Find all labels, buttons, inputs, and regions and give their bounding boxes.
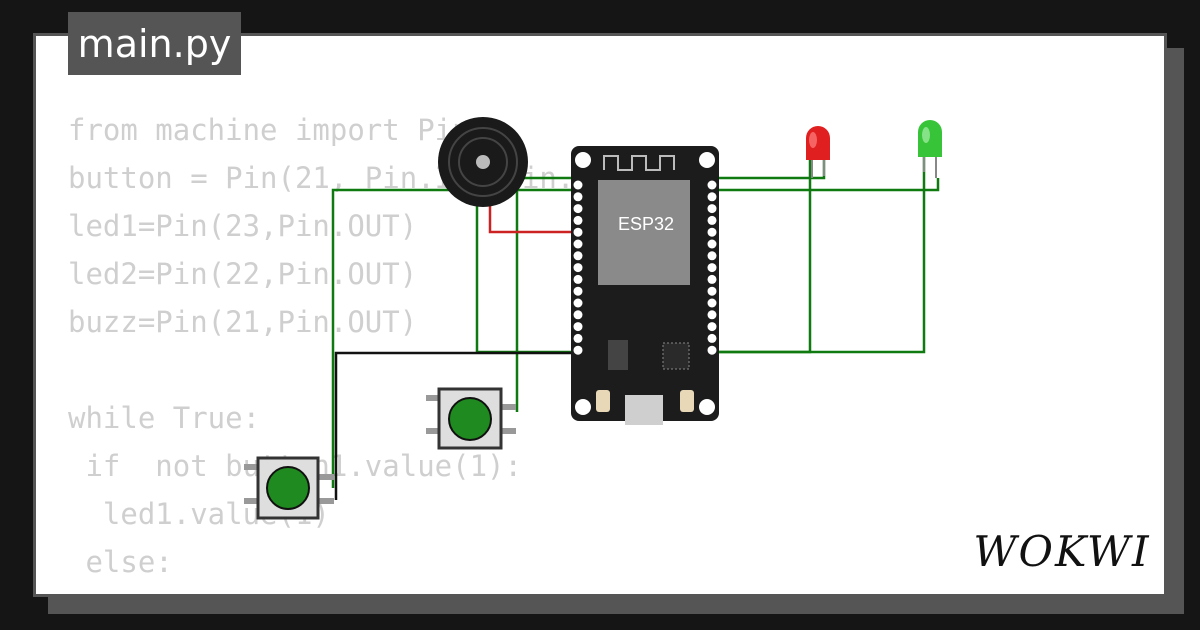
pushbutton-2[interactable] [244,456,334,520]
header-pin[interactable] [707,192,717,202]
header-pin[interactable] [573,298,583,308]
buzzer-center-icon [476,155,490,169]
header-pin[interactable] [707,310,717,320]
header-pin[interactable] [707,286,717,296]
header-pin[interactable] [707,333,717,343]
code-line: else: [68,545,173,579]
header-pin[interactable] [573,263,583,273]
wire-button-top [515,176,580,412]
header-pin[interactable] [573,310,583,320]
header-pin[interactable] [573,251,583,261]
header-pin[interactable] [707,204,717,214]
header-pin[interactable] [573,227,583,237]
header-pin[interactable] [573,345,583,355]
header-pin[interactable] [707,227,717,237]
header-pin[interactable] [707,322,717,332]
header-pin[interactable] [707,298,717,308]
en-button[interactable] [680,390,694,412]
header-pin[interactable] [573,286,583,296]
led-green[interactable] [918,120,942,178]
header-pin[interactable] [573,274,583,284]
header-pin[interactable] [707,180,717,190]
header-pin[interactable] [573,322,583,332]
buzzer[interactable] [438,117,528,207]
header-pin[interactable] [707,345,717,355]
esp32-label: ESP32 [618,214,674,234]
header-pin[interactable] [707,215,717,225]
right-header-pins[interactable] [707,180,717,355]
mount-hole [699,152,715,168]
usb-port-icon [625,395,663,425]
header-pin[interactable] [573,180,583,190]
wokwi-logo-text: WOKWI [973,527,1150,576]
mount-hole [699,399,715,415]
wire-buzzer [475,198,580,354]
code-line: led1=Pin(23,Pin.OUT) [68,209,418,243]
code-line: led2=Pin(22,Pin.OUT) [68,257,418,291]
header-pin[interactable] [707,274,717,284]
boot-button[interactable] [596,390,610,412]
header-pin[interactable] [573,192,583,202]
header-pin[interactable] [707,263,717,273]
code-line: buzz=Pin(21,Pin.OUT) [68,305,418,339]
header-pin[interactable] [707,239,717,249]
header-pin[interactable] [573,239,583,249]
mount-hole [575,152,591,168]
header-pin[interactable] [573,333,583,343]
mount-hole [575,399,591,415]
led-red[interactable] [806,126,830,178]
code-line: while True: [68,401,261,435]
file-tab[interactable]: main.py [68,12,241,75]
header-pin[interactable] [573,204,583,214]
esp32-board[interactable]: ESP32 [571,146,719,425]
pushbutton-1[interactable] [426,387,516,450]
wokwi-logo: WOKWI [973,527,1150,576]
esp32-module [598,180,690,285]
usb-chip [662,342,690,370]
code-line: led1.value(0) [68,586,714,594]
left-header-pins[interactable] [573,180,583,355]
header-pin[interactable] [573,215,583,225]
regulator [608,340,628,370]
antenna-icon [603,155,675,171]
header-pin[interactable] [707,251,717,261]
wire-green-led [716,155,926,354]
code-line: from machine import Pin [68,113,470,147]
